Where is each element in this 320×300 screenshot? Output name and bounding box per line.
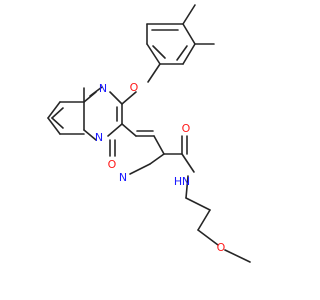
- atom-label-o-ether: O: [130, 81, 139, 94]
- bond-41: [185, 175, 189, 199]
- bond-2: [182, 23, 196, 45]
- bond-35: [149, 153, 165, 165]
- atom-label-o-methoxy: O: [217, 241, 226, 254]
- bond-11: [182, 4, 196, 25]
- bond-9: [152, 45, 166, 59]
- bond-27: [51, 117, 64, 129]
- bond-26: [51, 107, 64, 119]
- atom-label-o-ketone: O: [108, 158, 117, 171]
- bond-36: [129, 163, 151, 175]
- bond-44: [197, 229, 219, 246]
- atom-label-n-bridge: N: [95, 131, 103, 144]
- bond-42: [185, 197, 211, 211]
- bond-17: [83, 129, 97, 141]
- bond-24: [47, 117, 61, 135]
- bond-45: [224, 249, 251, 263]
- bond-34: [153, 135, 165, 155]
- atom-label-n-amide: N: [182, 175, 190, 188]
- bonds-layer: [47, 4, 251, 263]
- atom-label-h-amide: H: [174, 175, 182, 188]
- bond-21: [89, 86, 103, 97]
- bond-8: [176, 45, 188, 61]
- bond-13: [121, 91, 137, 105]
- bond-23: [47, 101, 61, 119]
- bond-40: [181, 153, 195, 173]
- bond-43: [197, 209, 211, 231]
- bond-31: [121, 123, 137, 137]
- bond-12: [147, 63, 161, 83]
- bond-3: [182, 43, 196, 65]
- atom-label-n-nitrile: N: [119, 171, 127, 184]
- bond-5: [146, 43, 161, 65]
- atom-label-o-amide: O: [182, 122, 191, 135]
- bond-14: [109, 91, 123, 105]
- atom-label-n-pyrimidine: N: [99, 82, 107, 95]
- bond-18: [107, 123, 123, 137]
